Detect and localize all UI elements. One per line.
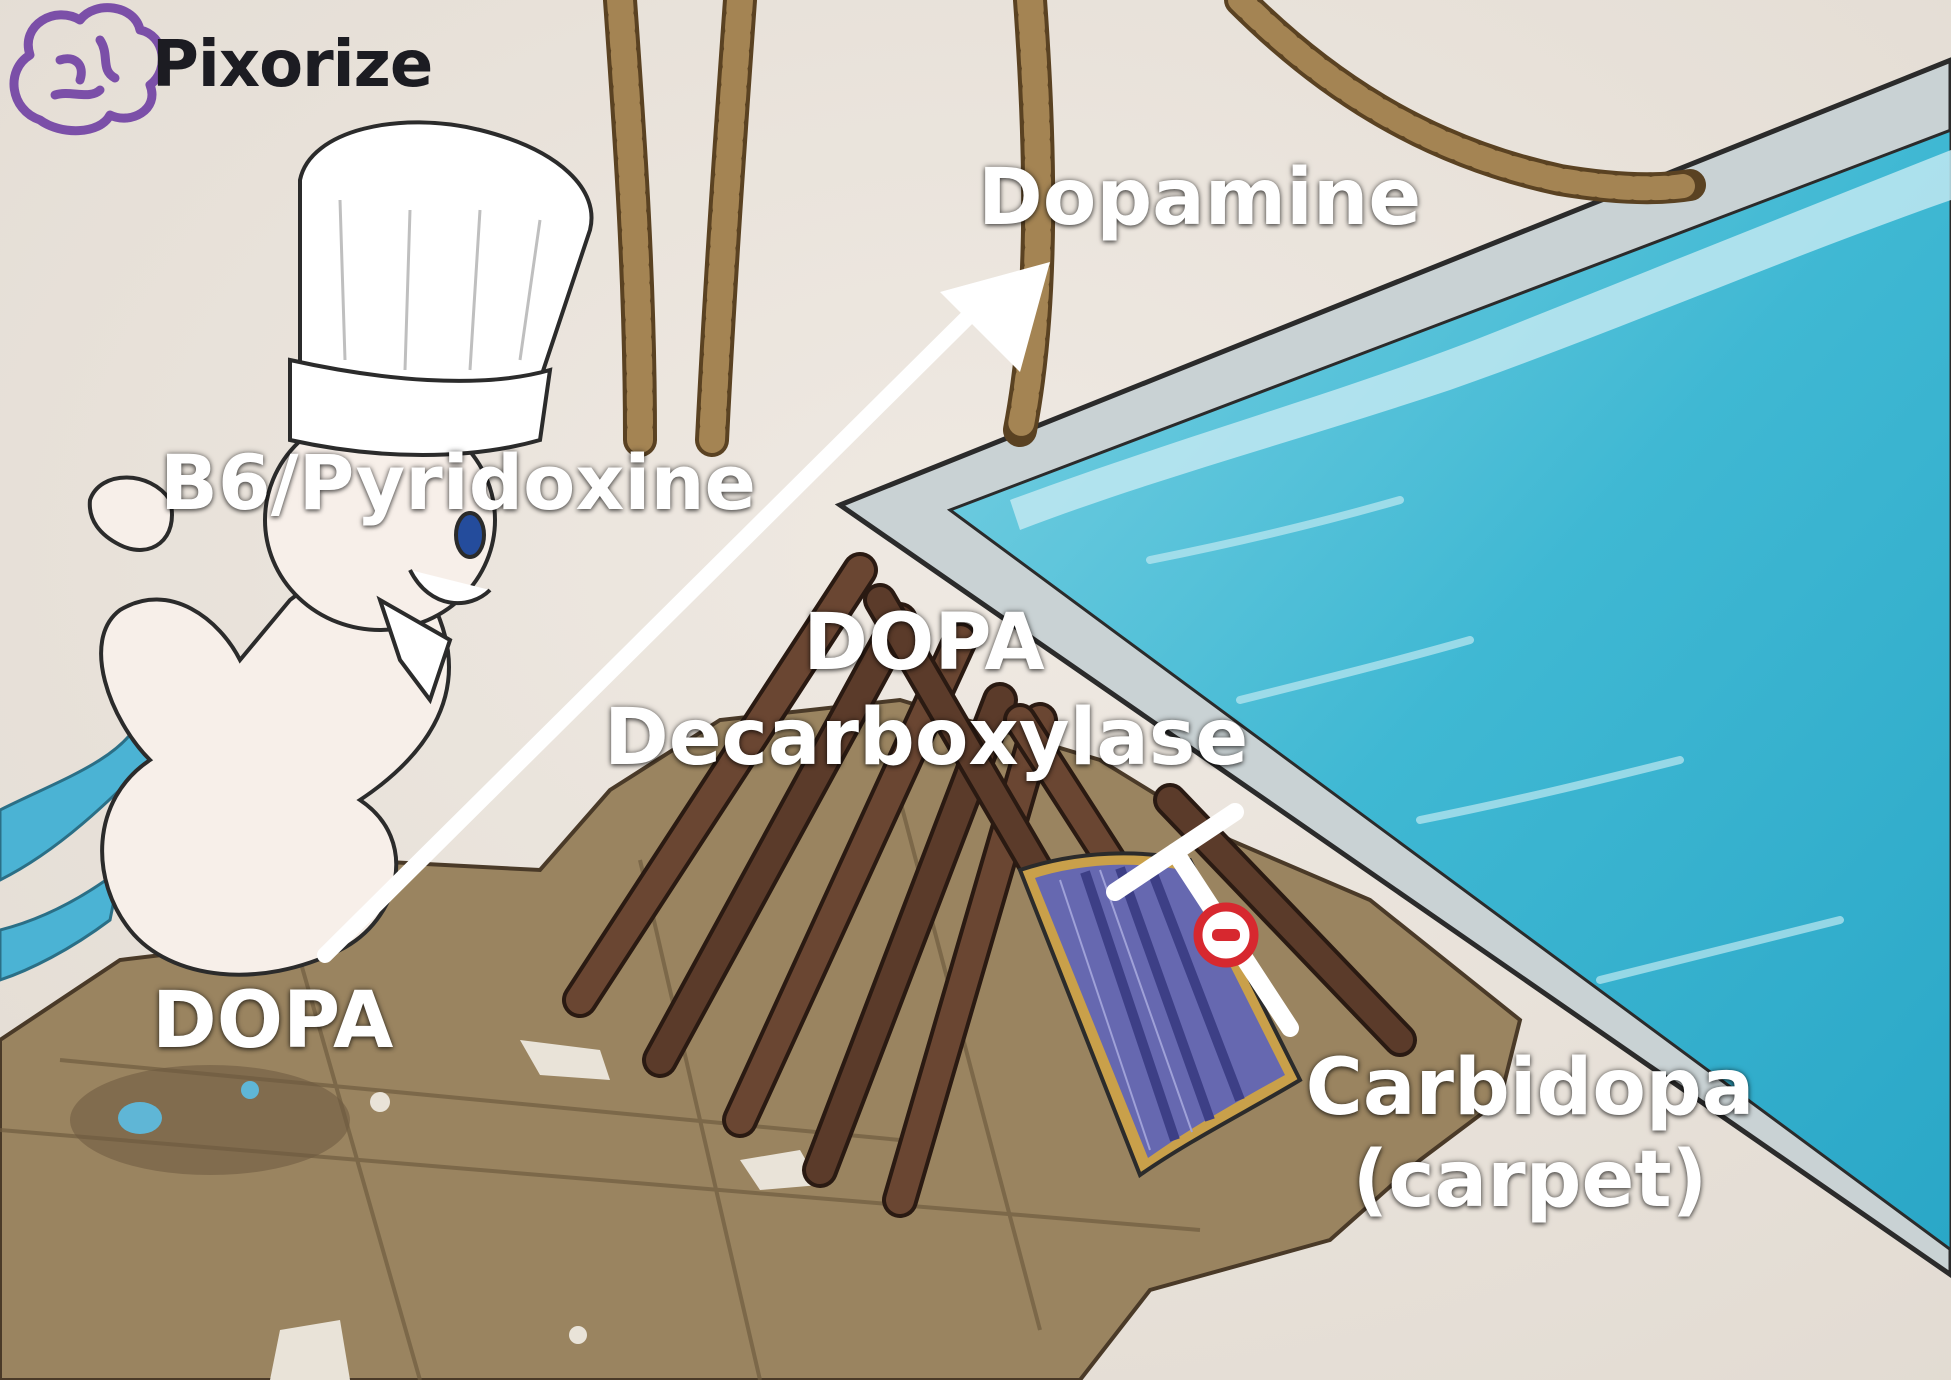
conversion-arrow — [317, 262, 1050, 963]
b6-pyridoxine-label: B6/Pyridoxine — [160, 438, 757, 527]
dopa-decarboxylase-line1: DOPA — [803, 598, 1045, 688]
carbidopa-line2: (carpet) — [1352, 1135, 1708, 1226]
dopa-decarboxylase-line2: Decarboxylase — [604, 693, 1249, 784]
ropes — [603, 0, 1706, 457]
brand-name: Pixorize — [152, 28, 433, 102]
inhibition-symbol — [1106, 803, 1299, 1037]
brain-logo-icon — [9, 3, 167, 136]
dopa-decarboxylase-label: DOPA Decarboxylase — [604, 596, 1249, 786]
carbidopa-line1: Carbidopa — [1305, 1043, 1755, 1133]
arrow-up-right-icon — [940, 262, 1050, 372]
carpet — [1017, 851, 1303, 1179]
dopa-label: DOPA — [152, 976, 394, 1066]
swimming-pool — [834, 57, 1951, 1279]
arrow-shaft — [317, 292, 993, 963]
carbidopa-label: Carbidopa (carpet) — [1290, 1042, 1770, 1226]
b6-doughboy-chef — [87, 120, 594, 977]
dopamine-label: Dopamine — [978, 153, 1422, 243]
